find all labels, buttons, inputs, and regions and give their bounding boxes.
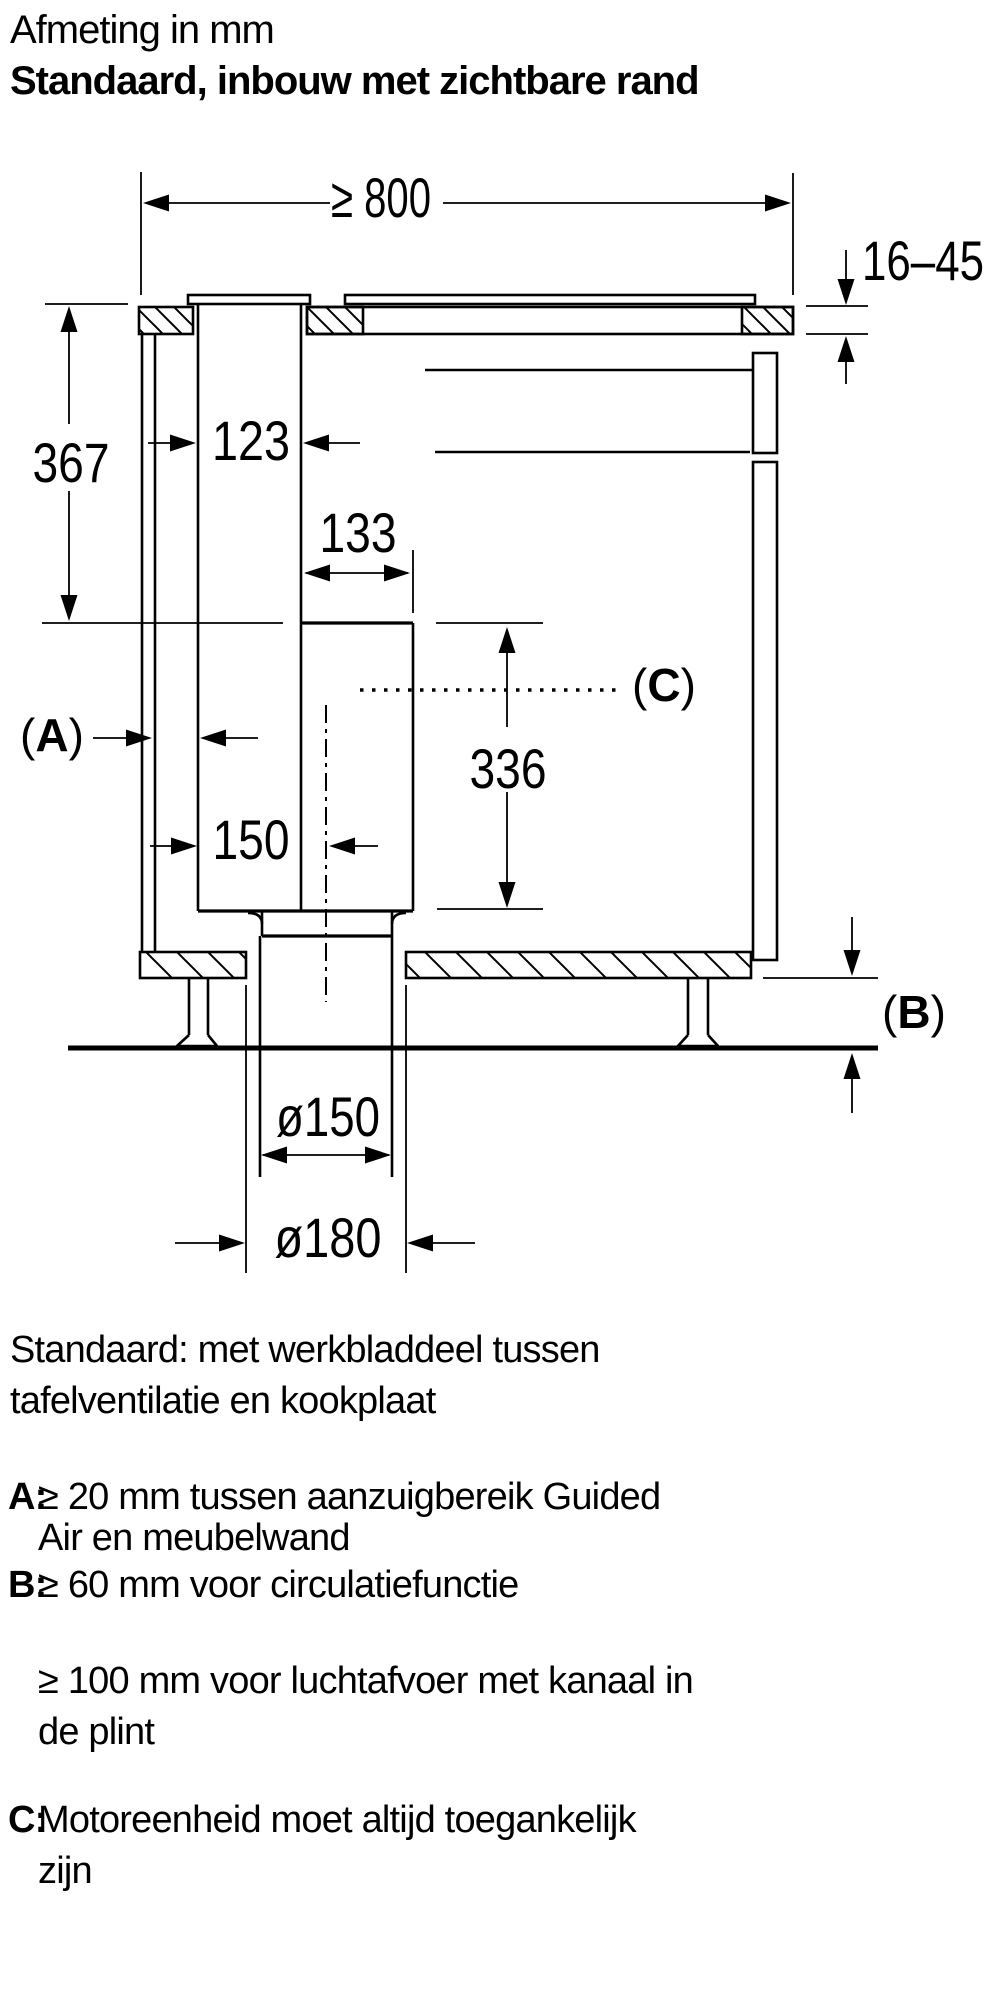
- svg-text:(B): (B): [882, 986, 946, 1038]
- svg-text:16–45: 16–45: [862, 229, 984, 292]
- svg-text:ø150: ø150: [276, 1085, 380, 1148]
- dimension-height-367: 367: [33, 303, 283, 624]
- legend-intro-line2: tafelventilatie en kookplaat: [10, 1380, 436, 1422]
- cabinet-left-wall: [140, 334, 157, 952]
- reference-c: (C): [632, 659, 696, 711]
- cabinet-left-wall-section: [137, 305, 195, 336]
- page-title-note: Afmeting in mm: [10, 8, 275, 52]
- legend-item-b-line1: ≥ 60 mm voor circulatiefunctie: [38, 1564, 519, 1606]
- plinth-channel: [245, 985, 407, 1273]
- cabinet-floor: [138, 950, 753, 980]
- legend-item-a-line1: ≥ 20 mm tussen aanzuigbereik Guided: [38, 1476, 661, 1518]
- dimension-width-800: ≥ 800: [140, 166, 794, 295]
- dimension-width-133: 133: [304, 501, 414, 613]
- downdraft-chimney: [186, 293, 312, 911]
- svg-text:367: 367: [33, 431, 110, 494]
- dimension-thickness-16-45: 16–45: [806, 229, 984, 384]
- svg-text:123: 123: [212, 409, 290, 472]
- svg-text:ø180: ø180: [275, 1206, 382, 1269]
- cabinet-right-wall: [751, 351, 779, 962]
- svg-text:≥ 800: ≥ 800: [331, 166, 431, 229]
- dimension-pipe-150: ø150: [261, 1085, 391, 1164]
- worktop: [305, 305, 795, 336]
- reference-a: (A): [20, 709, 258, 761]
- cabinet-leg-left: [173, 978, 220, 1048]
- dimension-pipe-180: ø180: [175, 1206, 475, 1269]
- legend-item-c-line1: Motoreenheid moet altijd toegankelijk: [38, 1799, 637, 1841]
- legend-item-b2-line1: ≥ 100 mm voor luchtafvoer met kanaal in: [38, 1660, 694, 1702]
- cooktop: [343, 293, 757, 306]
- dimension-width-123: 123: [148, 409, 360, 472]
- motor-unit: [198, 621, 415, 913]
- legend-item-a-label: A:: [8, 1476, 47, 1518]
- svg-text:(C): (C): [632, 659, 696, 711]
- legend-item-b-label: B:: [8, 1564, 47, 1606]
- svg-text:336: 336: [470, 737, 547, 800]
- duct-pipe: [258, 936, 394, 1177]
- dimension-offset-150: 150: [150, 808, 378, 871]
- legend-item-c-label: C:: [8, 1799, 47, 1841]
- svg-text:133: 133: [320, 501, 397, 564]
- legend-item-a-line2: Air en meubelwand: [38, 1517, 351, 1559]
- svg-text:150: 150: [213, 808, 290, 871]
- page-title: Standaard, inbouw met zichtbare rand: [10, 59, 700, 103]
- legend-item-c-line2: zijn: [38, 1850, 93, 1892]
- svg-text:(A): (A): [20, 709, 84, 761]
- dimension-height-336: 336: [436, 622, 547, 910]
- reference-b: (B): [763, 917, 946, 1113]
- legend-intro-line1: Standaard: met werkbladdeel tussen: [10, 1329, 600, 1371]
- legend-item-b2-line2: de plint: [38, 1711, 155, 1753]
- cabinet-leg-right: [675, 978, 721, 1048]
- cabinet-inner-lines: [425, 368, 752, 454]
